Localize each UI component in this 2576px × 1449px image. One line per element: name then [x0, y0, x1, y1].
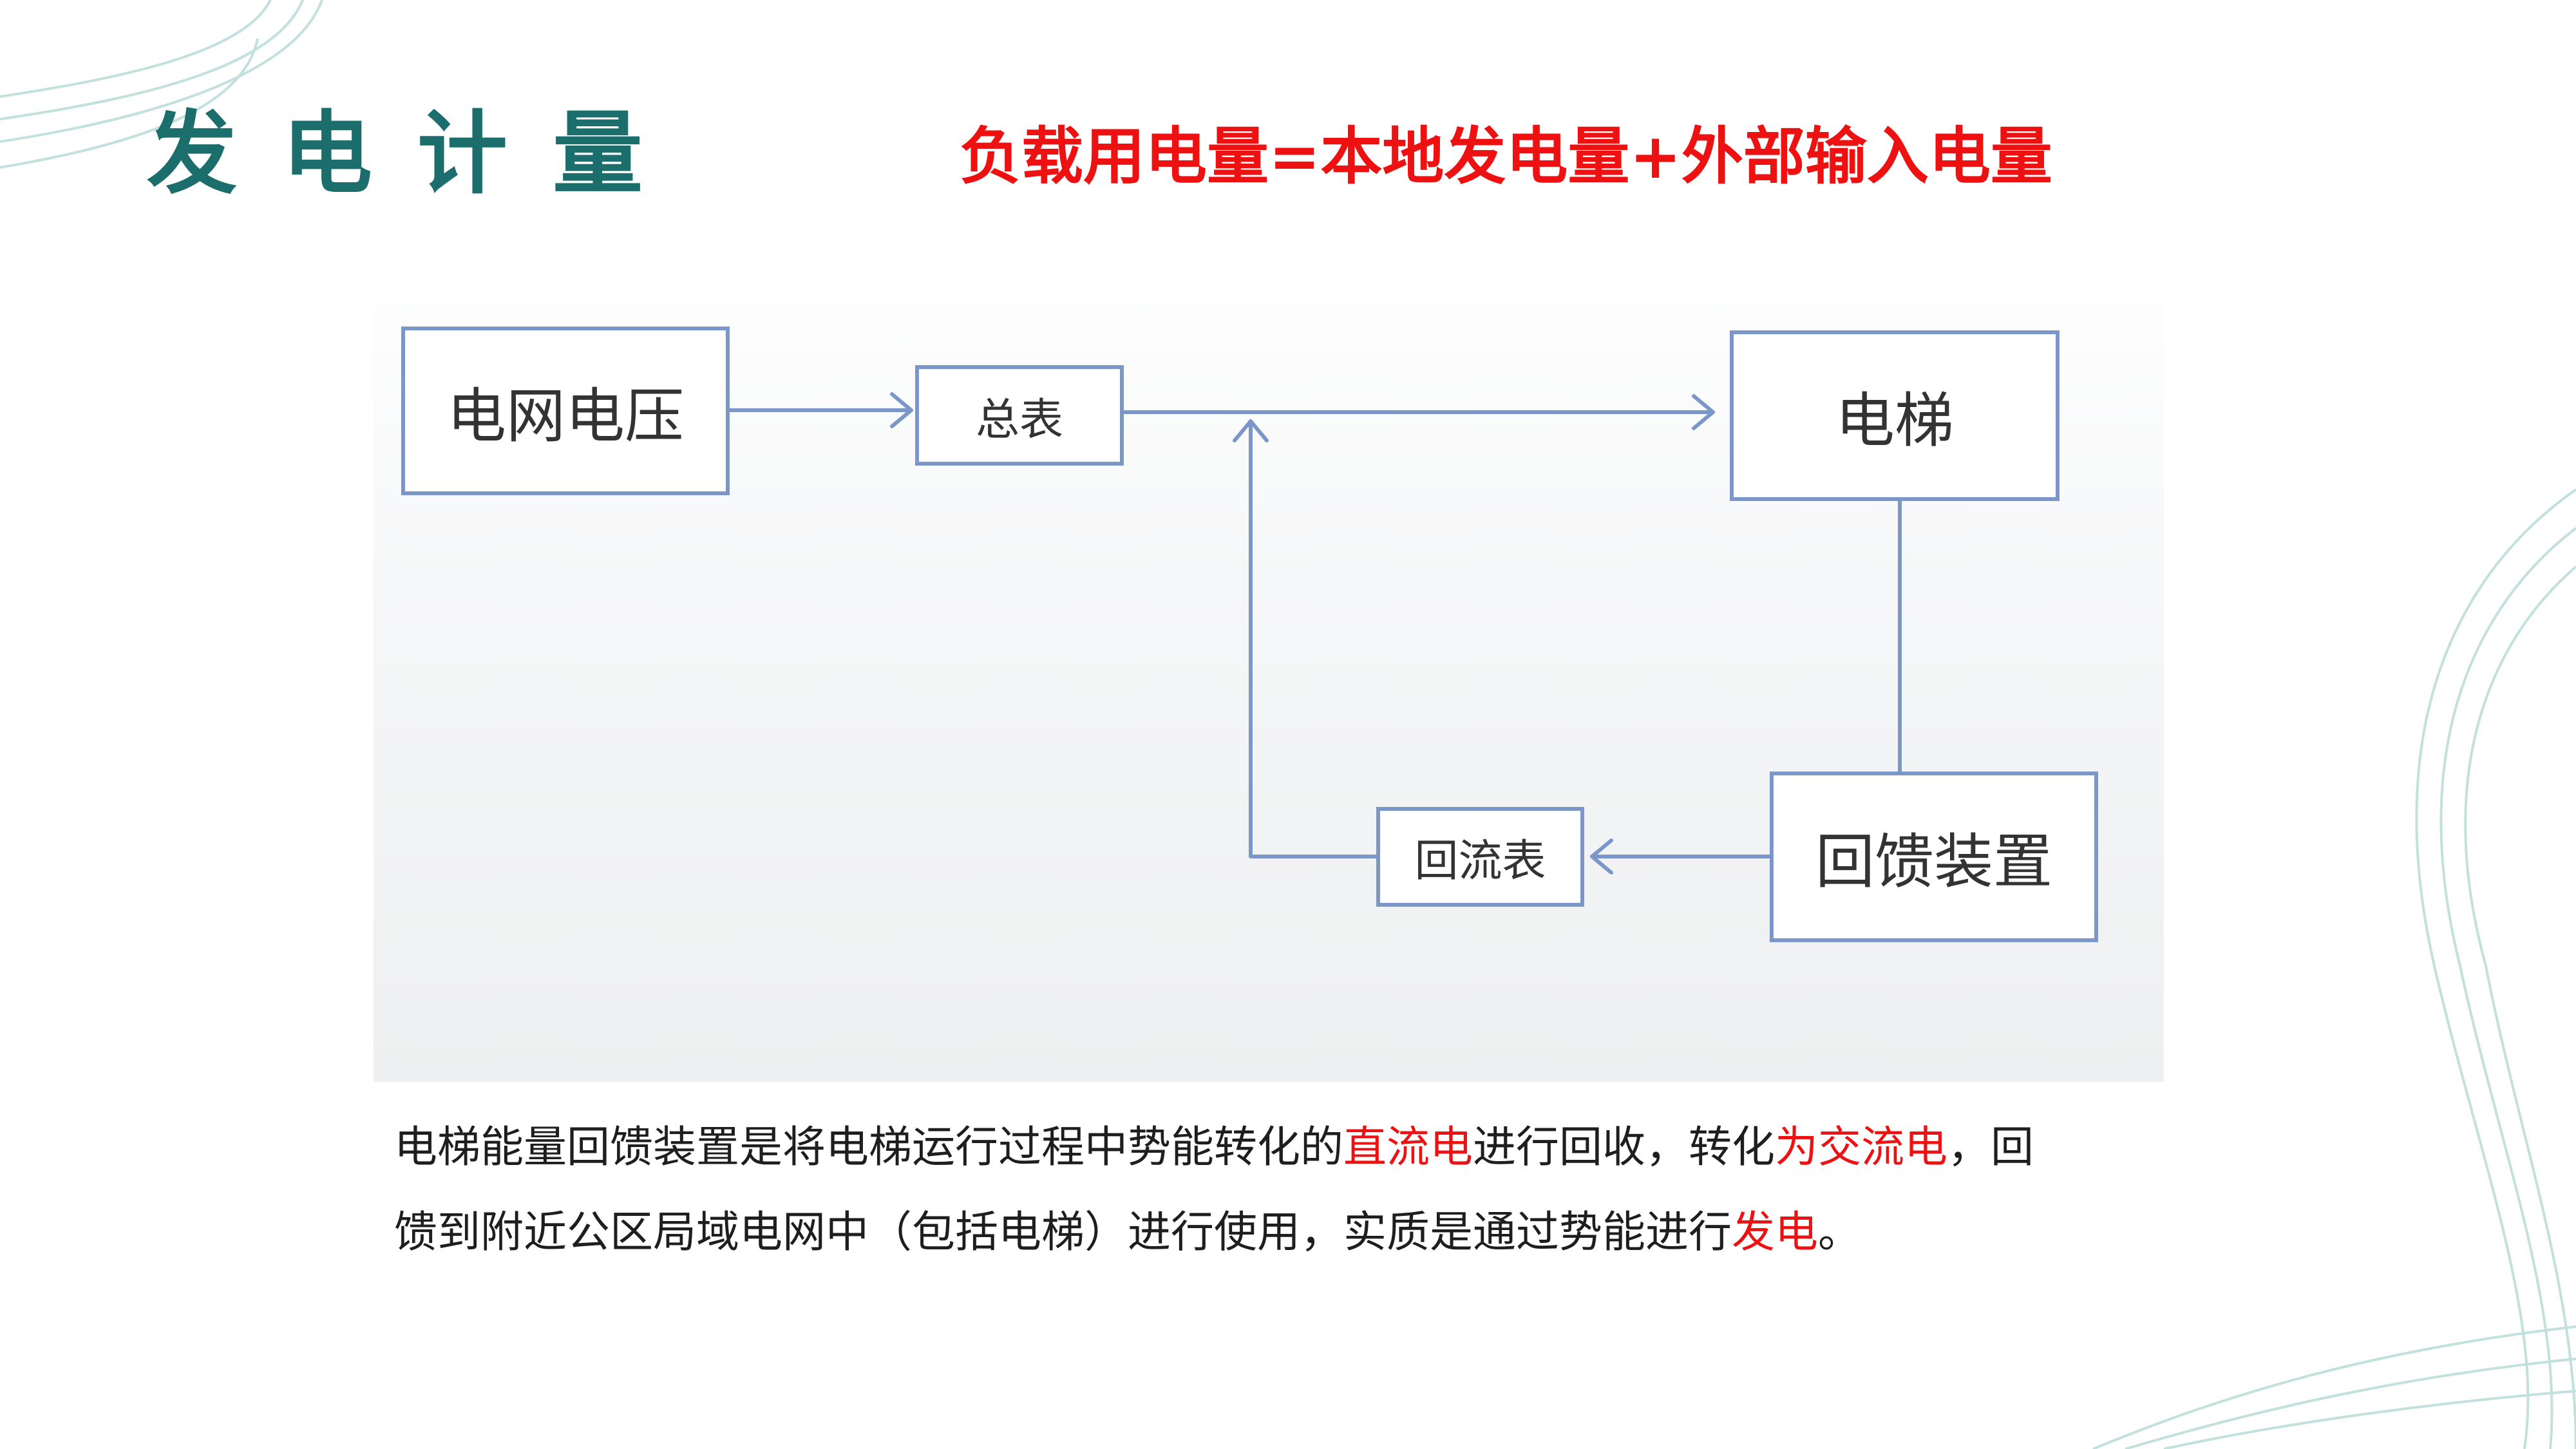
node-elevator: 电梯	[1730, 330, 2060, 501]
description-text-segment: 馈到附近公区局域电网中（包括电梯）进行使用，实质是通过势能进行	[394, 1207, 1732, 1257]
description-text: 电梯能量回馈装置是将电梯运行过程中势能转化的直流电进行回收，转化为交流电，回 馈…	[394, 1104, 2236, 1274]
description-text-segment: 。	[1818, 1207, 1861, 1257]
node-grid-voltage: 电网电压	[401, 327, 730, 495]
arrow-backflow-to-main-line	[1249, 419, 1378, 858]
description-text-segment: 电梯能量回馈装置是将电梯运行过程中势能转化的	[394, 1122, 1343, 1172]
highlight-power-generation: 发电	[1732, 1207, 1818, 1257]
description-text-segment: 进行回收，转化	[1473, 1122, 1775, 1172]
node-main-meter: 总表	[915, 365, 1124, 466]
description-line-2: 馈到附近公区局域电网中（包括电梯）进行使用，实质是通过势能进行发电。	[394, 1189, 2236, 1274]
description-line-1: 电梯能量回馈装置是将电梯运行过程中势能转化的直流电进行回收，转化为交流电，回	[394, 1104, 2236, 1189]
highlight-direct-current: 直流电	[1343, 1122, 1473, 1172]
slide-title: 发电计量	[147, 102, 688, 207]
formula-text: 负载用电量=本地发电量+外部输入电量	[960, 120, 2052, 193]
description-text-segment: ，回	[1947, 1122, 2034, 1172]
highlight-alternating-current: 为交流电	[1775, 1122, 1947, 1172]
node-feedback-device: 回馈装置	[1770, 772, 2098, 942]
node-backflow-meter: 回流表	[1376, 807, 1584, 907]
